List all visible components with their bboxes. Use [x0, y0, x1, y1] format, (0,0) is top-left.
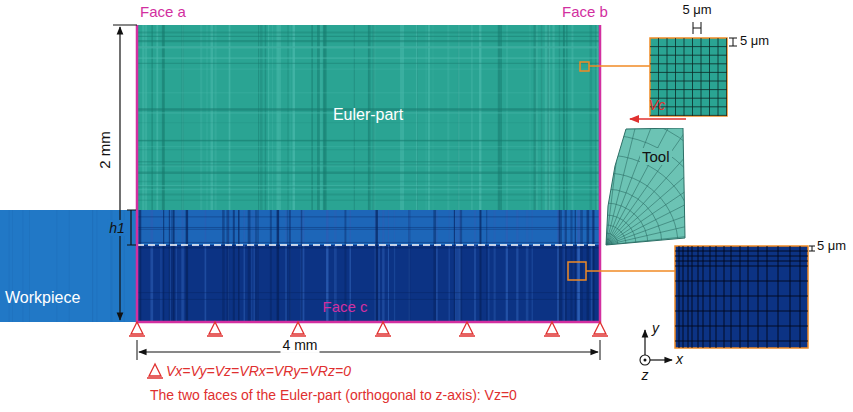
tool-mesh [604, 128, 686, 246]
euler-band-region [137, 210, 600, 245]
annotation-label: 5 μm [817, 239, 846, 254]
region-label: Euler-part [333, 106, 403, 124]
annotation-label: Face a [140, 3, 186, 20]
annotation-label: z [642, 367, 649, 383]
face-boundaries [137, 25, 600, 322]
scale-tick [809, 246, 815, 251]
dimension-line [139, 351, 598, 352]
dimension-line [119, 27, 120, 320]
zoom-marker [568, 262, 586, 280]
axis-origin [640, 355, 650, 365]
annotation-label: The two faces of the Euler-part (orthogo… [150, 387, 517, 403]
mesh-zoom-inset [675, 246, 808, 348]
mesh-streaks [9, 25, 600, 322]
axis-arrow [644, 330, 645, 355]
zoom-marker [580, 62, 589, 71]
fixed-support-symbol [147, 364, 163, 378]
annotation-label: 5 μm [740, 34, 769, 49]
annotation-label: Face c [322, 298, 367, 315]
fixed-support-symbol [290, 322, 306, 336]
annotation-label: 4 mm [281, 337, 320, 353]
euler-lower-region [137, 245, 600, 322]
fixed-support-symbol [459, 322, 475, 336]
axis-arrow [650, 359, 672, 360]
region-label: Tool [640, 148, 672, 165]
fixed-support-symbol [375, 322, 391, 336]
annotation-label: y [652, 320, 659, 336]
zoom-leader [586, 270, 675, 272]
annotation-label: Vx=Vy=Vz=VRx=VRy=VRz=0 [166, 363, 351, 379]
annotation-label: 5 μm [682, 3, 711, 18]
euler-upper-region [137, 25, 600, 210]
region-label: Workpiece [5, 289, 80, 307]
annotation-label: Face b [562, 3, 608, 20]
fixed-support-symbol [207, 322, 223, 336]
annotation-label: Vc [649, 97, 665, 113]
axis-origin-dot [644, 359, 647, 362]
fixed-support-symbol [592, 322, 608, 336]
extension-line [113, 25, 137, 26]
workpiece-region [0, 210, 137, 322]
fixed-support-symbol [544, 322, 560, 336]
extension-line [137, 340, 600, 360]
h1-dimension [127, 210, 136, 245]
region-node: Euler-part [137, 25, 600, 210]
annotation-label: 2 mm [96, 131, 113, 169]
fixed-support-symbol [129, 322, 145, 336]
tool-outline [606, 128, 685, 245]
annotation-label: h1 [107, 220, 127, 236]
h1-boundary-dashed [137, 244, 600, 246]
velocity-arrow [630, 118, 686, 120]
tool-shape [604, 128, 686, 246]
region-node: Tool [604, 128, 686, 246]
scale-tick [693, 22, 701, 34]
scale-tick [729, 38, 737, 46]
zoom-leader [589, 65, 650, 67]
annotation-label: x [676, 351, 683, 367]
